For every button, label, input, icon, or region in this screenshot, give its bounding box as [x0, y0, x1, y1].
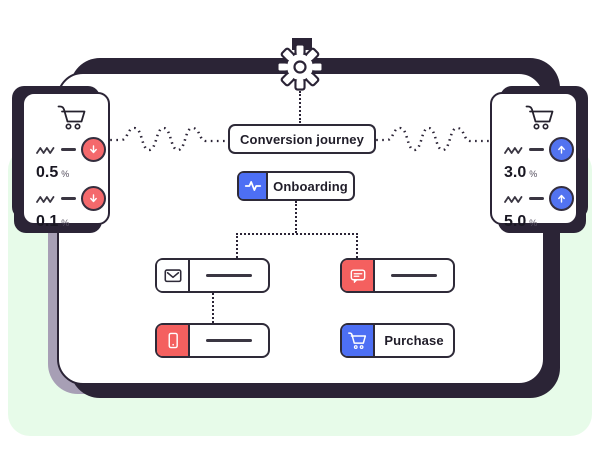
squiggle-mark	[504, 195, 523, 203]
purchase-icon-cell	[342, 325, 375, 356]
conversion-journey-label: Conversion journey	[240, 131, 364, 147]
connector-onboarding-down	[295, 201, 297, 233]
metric-panel-left: 0.5 % 0.1 %	[22, 92, 110, 230]
purchase-label: Purchase	[384, 333, 444, 348]
onboarding-icon-cell	[239, 173, 268, 199]
placeholder-line	[206, 339, 252, 342]
gear-icon	[276, 43, 324, 91]
phone-icon-cell	[157, 325, 190, 356]
placeholder-line	[61, 197, 76, 200]
arrow-down-icon	[90, 194, 97, 203]
chat-bubble-icon	[350, 268, 365, 283]
pulse-icon	[244, 181, 261, 191]
conversion-journey-node: Conversion journey	[228, 124, 376, 154]
cart-icon	[348, 331, 367, 349]
phone-step-node	[155, 323, 270, 358]
connector-branch-right	[356, 233, 358, 258]
connector-email-to-phone	[212, 293, 214, 323]
connector-wavy-right	[376, 126, 490, 152]
connector-branch-horizontal	[236, 233, 358, 235]
squiggle-mark	[36, 146, 55, 154]
chat-step-node	[340, 258, 455, 293]
metric-number: 3.0	[504, 164, 527, 181]
trend-up-badge	[549, 137, 574, 162]
metric-number: 5.0	[504, 213, 527, 230]
connector-gear-to-root	[299, 91, 301, 123]
shopping-cart-icon	[57, 105, 86, 130]
metric-number: 0.5	[36, 164, 59, 181]
placeholder-line	[391, 274, 437, 277]
email-step-node	[155, 258, 270, 293]
metric-unit: %	[61, 169, 70, 179]
trend-up-badge	[549, 186, 574, 211]
smartphone-icon	[168, 332, 178, 349]
envelope-icon	[164, 269, 181, 283]
metric-value: 0.5 %	[36, 165, 108, 181]
metric-value: 3.0 %	[504, 165, 576, 181]
metric-row	[36, 137, 108, 162]
shopping-cart-icon	[525, 105, 554, 130]
connector-wavy-left	[110, 126, 226, 152]
arrow-down-icon	[90, 145, 97, 154]
metric-value: 0.1 %	[36, 214, 108, 230]
placeholder-line	[529, 148, 544, 151]
metric-row	[504, 137, 576, 162]
trend-down-badge	[81, 137, 106, 162]
placeholder-line	[61, 148, 76, 151]
connector-branch-left	[236, 233, 238, 258]
squiggle-mark	[504, 146, 523, 154]
metric-unit: %	[61, 218, 70, 228]
onboarding-node: Onboarding	[237, 171, 355, 201]
email-icon-cell	[157, 260, 190, 291]
placeholder-line	[206, 274, 252, 277]
arrow-up-icon	[558, 194, 565, 203]
squiggle-mark	[36, 195, 55, 203]
trend-down-badge	[81, 186, 106, 211]
metric-row	[36, 186, 108, 211]
metric-row	[504, 186, 576, 211]
metric-value: 5.0 %	[504, 214, 576, 230]
metric-unit: %	[529, 218, 538, 228]
placeholder-line	[529, 197, 544, 200]
chat-icon-cell	[342, 260, 375, 291]
arrow-up-icon	[558, 145, 565, 154]
metric-number: 0.1	[36, 213, 59, 230]
metric-panel-right: 3.0 % 5.0 %	[490, 92, 578, 230]
onboarding-label: Onboarding	[273, 178, 348, 194]
purchase-step-node: Purchase	[340, 323, 455, 358]
metric-unit: %	[529, 169, 538, 179]
